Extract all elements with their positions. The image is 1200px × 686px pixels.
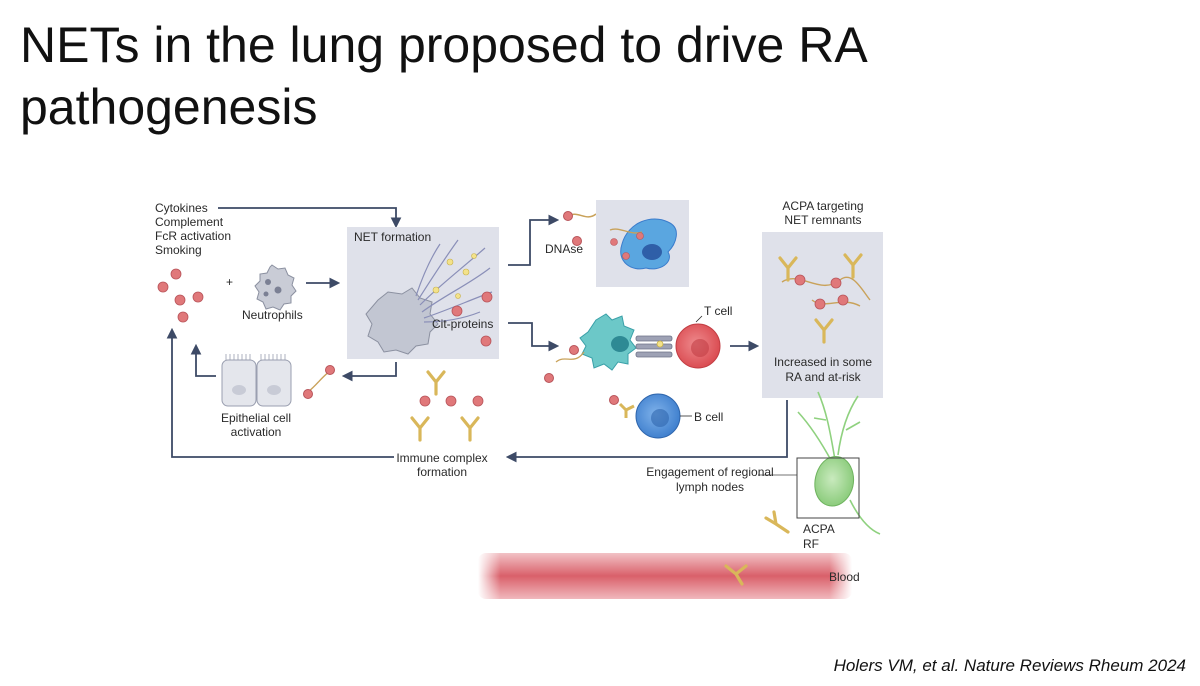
cit-proteins-label: Cit-proteins bbox=[432, 317, 493, 331]
mhc-tcr-synapse bbox=[635, 335, 673, 358]
lymph-nodes-line-1: Engagement of regional bbox=[646, 465, 773, 479]
slide-title: NETs in the lung proposed to drive RA pa… bbox=[20, 14, 1020, 138]
dnase-label: DNAse bbox=[545, 242, 583, 256]
net-formation-label: NET formation bbox=[354, 230, 431, 244]
net-cell-icon bbox=[365, 239, 493, 355]
rf-label: RF bbox=[803, 537, 819, 551]
b-cell-icon bbox=[609, 393, 681, 439]
lymph-node-box bbox=[796, 457, 860, 519]
plus-sign: + bbox=[226, 275, 233, 289]
citation: Holers VM, et al. Nature Reviews Rheum 2… bbox=[833, 656, 1186, 675]
neutrophil-icon bbox=[254, 264, 297, 311]
arrow-immune-complex-to-start bbox=[166, 327, 394, 458]
acpa-targeting-line-1: ACPA targeting bbox=[782, 199, 863, 213]
blood-label: Blood bbox=[829, 570, 860, 584]
title-line-1: NETs in the lung proposed to drive RA bbox=[20, 17, 868, 73]
trigger-complement: Complement bbox=[155, 215, 224, 229]
acpa-rf-antibody-icon bbox=[764, 510, 790, 534]
dnase-strand bbox=[563, 211, 597, 246]
title-line-2: pathogenesis bbox=[20, 79, 318, 135]
epithelial-cit-strand bbox=[303, 365, 335, 399]
trigger-list: Cytokines Complement FcR activation Smok… bbox=[155, 201, 231, 257]
immune-complex-line-2: formation bbox=[417, 465, 467, 479]
increased-line-2: RA and at-risk bbox=[785, 370, 861, 384]
arrow-net-to-dnase bbox=[508, 214, 560, 266]
neutrophils-label: Neutrophils bbox=[242, 308, 303, 322]
trigger-cytokines: Cytokines bbox=[155, 201, 208, 215]
trigger-smoking: Smoking bbox=[155, 243, 202, 257]
epithelial-line-1: Epithelial cell bbox=[221, 411, 291, 425]
arrow-net-to-epithelial bbox=[341, 362, 397, 382]
acpa-label: ACPA bbox=[803, 522, 835, 536]
cit-protein-dots-net bbox=[451, 291, 493, 347]
cit-protein-dots-left bbox=[157, 268, 204, 323]
neuron-icon bbox=[797, 391, 881, 535]
arrow-acpa-to-immune-complex bbox=[505, 400, 788, 463]
arrow-net-to-dendritic bbox=[508, 322, 560, 352]
epithelial-line-2: activation bbox=[231, 425, 282, 439]
arrow-epithelial-to-start bbox=[190, 343, 216, 377]
t-cell-label: T cell bbox=[704, 304, 732, 318]
trigger-fcr: FcR activation bbox=[155, 229, 231, 243]
increased-line-1: Increased in some bbox=[774, 355, 872, 369]
acpa-targeting-line-2: NET remnants bbox=[784, 213, 861, 227]
arrow-triggers-to-net bbox=[218, 207, 402, 229]
acpa-net-remnant-icons bbox=[778, 253, 871, 344]
blood-vessel bbox=[478, 553, 852, 599]
epithelial-cells-icon bbox=[221, 354, 292, 407]
immune-complex-icons bbox=[410, 370, 484, 442]
lymph-nodes-line-2: lymph nodes bbox=[676, 480, 744, 494]
b-cell-label: B cell bbox=[694, 410, 723, 424]
macrophage-icon bbox=[609, 218, 677, 270]
t-cell-leader bbox=[695, 315, 703, 323]
t-cell-icon bbox=[675, 323, 721, 369]
dendritic-cell-icon bbox=[544, 313, 637, 383]
immune-complex-line-1: Immune complex bbox=[396, 451, 487, 465]
